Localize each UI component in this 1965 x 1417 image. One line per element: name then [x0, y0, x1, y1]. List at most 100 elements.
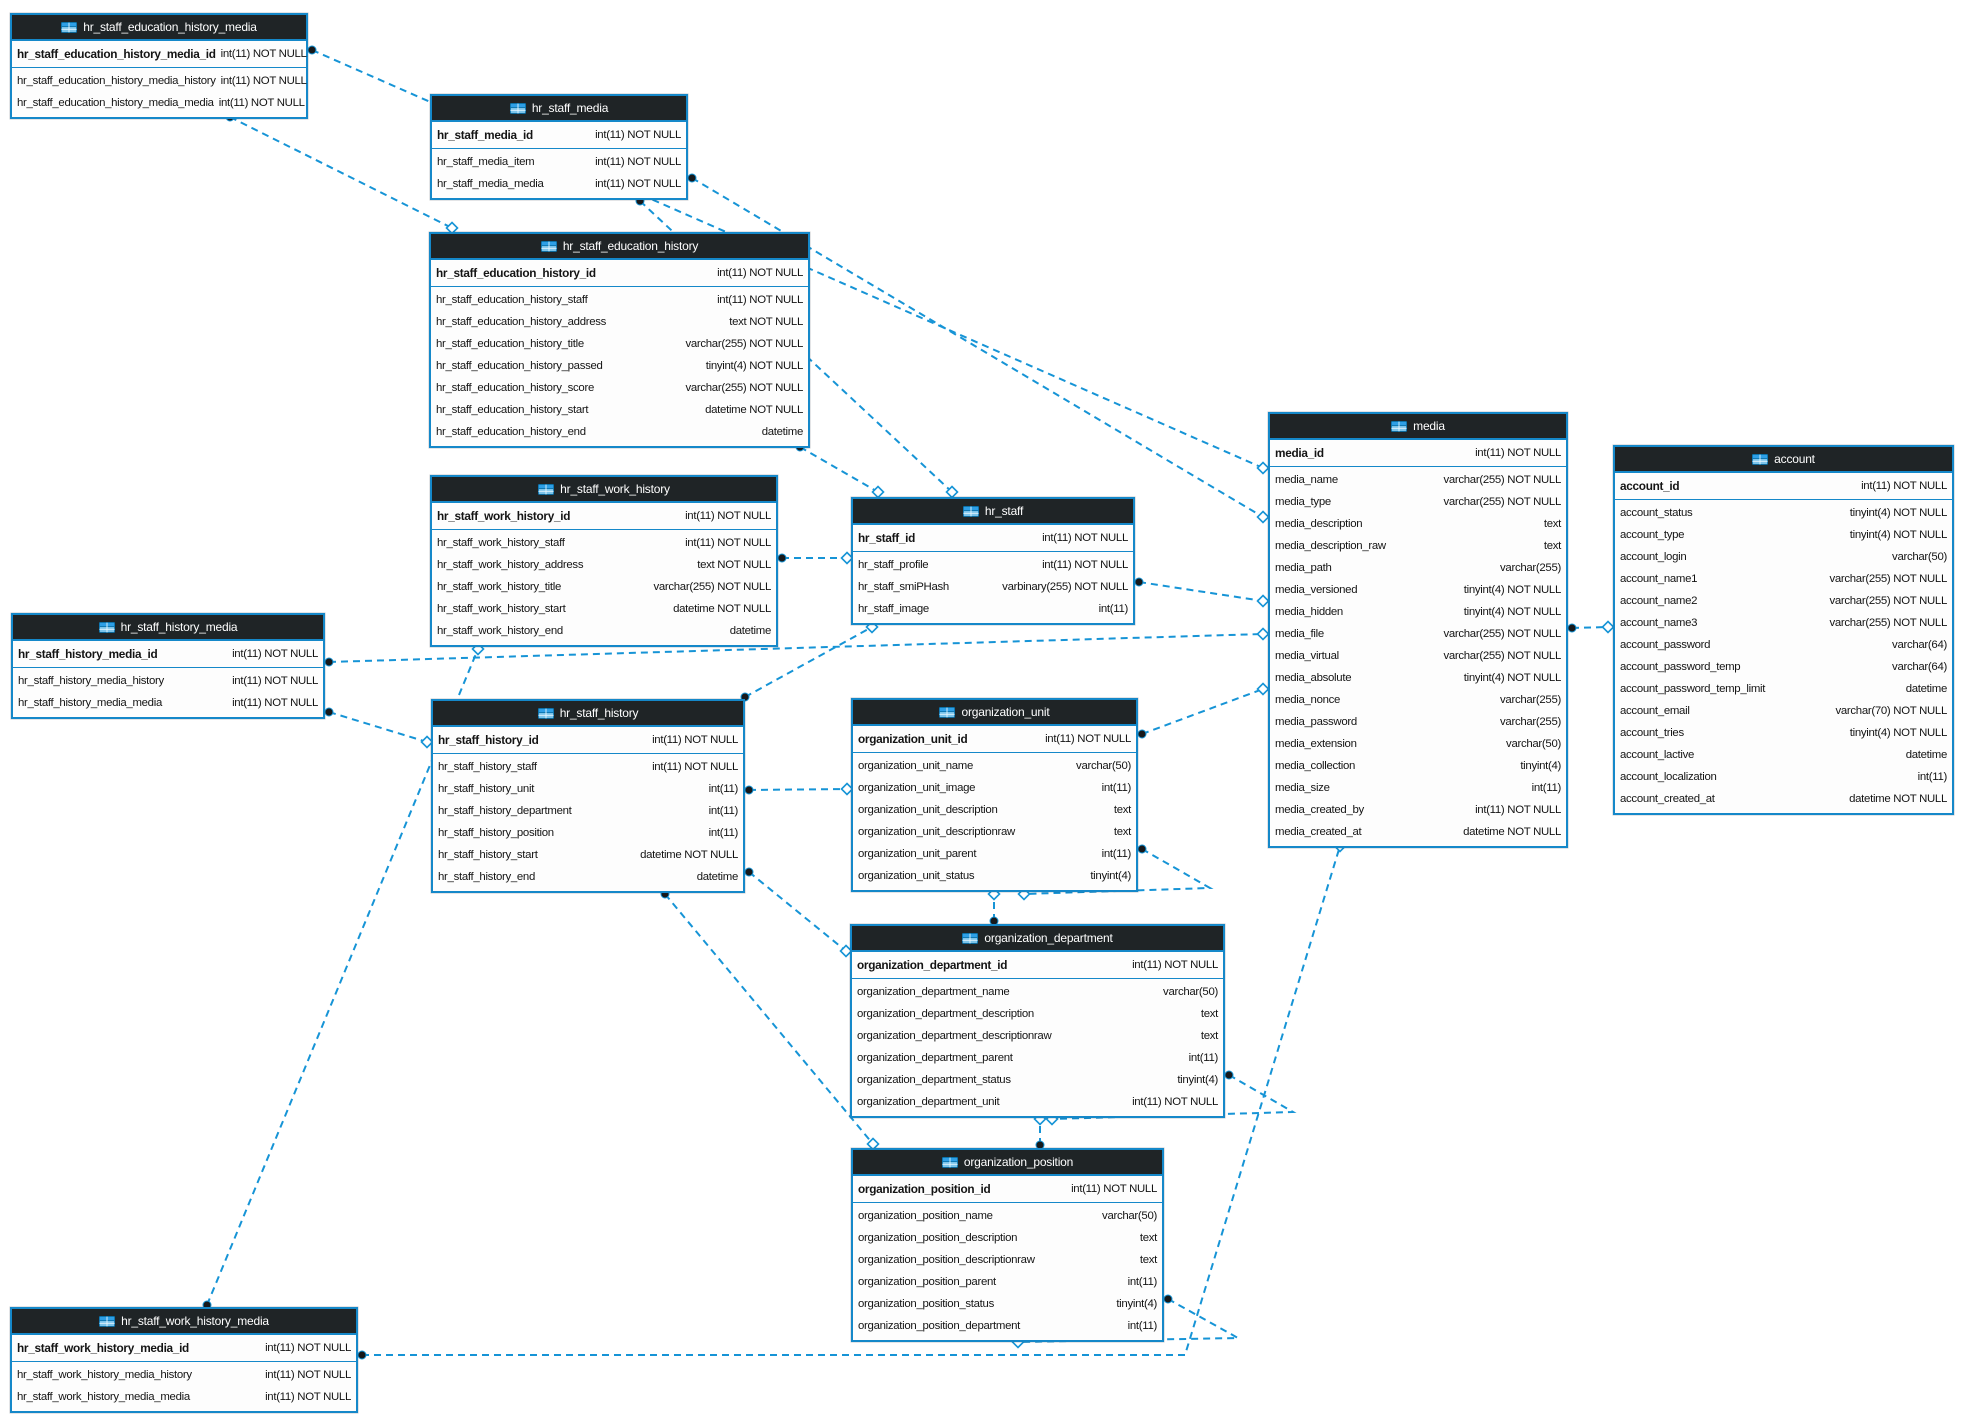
- relationship-organization_unit-to-media[interactable]: [1137, 682, 1270, 739]
- relationship-line[interactable]: [328, 711, 428, 743]
- table-header[interactable]: hr_staff_media: [432, 96, 686, 122]
- relationship-line[interactable]: [362, 845, 1341, 1356]
- relationship-organization_department-to-organization_unit[interactable]: [987, 887, 1001, 926]
- column-row[interactable]: hr_staff_education_history_media_history…: [12, 70, 307, 92]
- relationship-hr_staff_history-to-organization_unit[interactable]: [744, 782, 854, 796]
- table-header[interactable]: organization_unit: [853, 700, 1136, 726]
- relationship-hr_staff_history_media-to-hr_staff_history[interactable]: [324, 707, 434, 749]
- table-header[interactable]: hr_staff_history: [433, 701, 743, 727]
- table-hr_staff_history_media[interactable]: hr_staff_history_media hr_staff_history_m…: [11, 613, 325, 719]
- table-header[interactable]: hr_staff: [853, 499, 1133, 525]
- relationship-line[interactable]: [1017, 1298, 1242, 1343]
- table-header[interactable]: hr_staff_education_history_media: [12, 15, 306, 41]
- relationship-hr_staff_history-to-organization_department[interactable]: [744, 867, 853, 958]
- table-header[interactable]: account: [1615, 447, 1952, 473]
- relationship-hr_staff-to-media[interactable]: [1134, 577, 1270, 608]
- table-header[interactable]: hr_staff_history_media: [13, 615, 323, 641]
- relationship-line[interactable]: [229, 116, 453, 229]
- relationship-line[interactable]: [664, 893, 874, 1145]
- relationship-hr_staff_history_media-to-media[interactable]: [324, 627, 1270, 667]
- table-header[interactable]: organization_position: [853, 1150, 1162, 1176]
- relationship-line[interactable]: [1141, 688, 1264, 735]
- relationship-line[interactable]: [1138, 581, 1264, 602]
- relationship-line[interactable]: [748, 871, 847, 952]
- table-header[interactable]: hr_staff_work_history_media: [12, 1309, 356, 1335]
